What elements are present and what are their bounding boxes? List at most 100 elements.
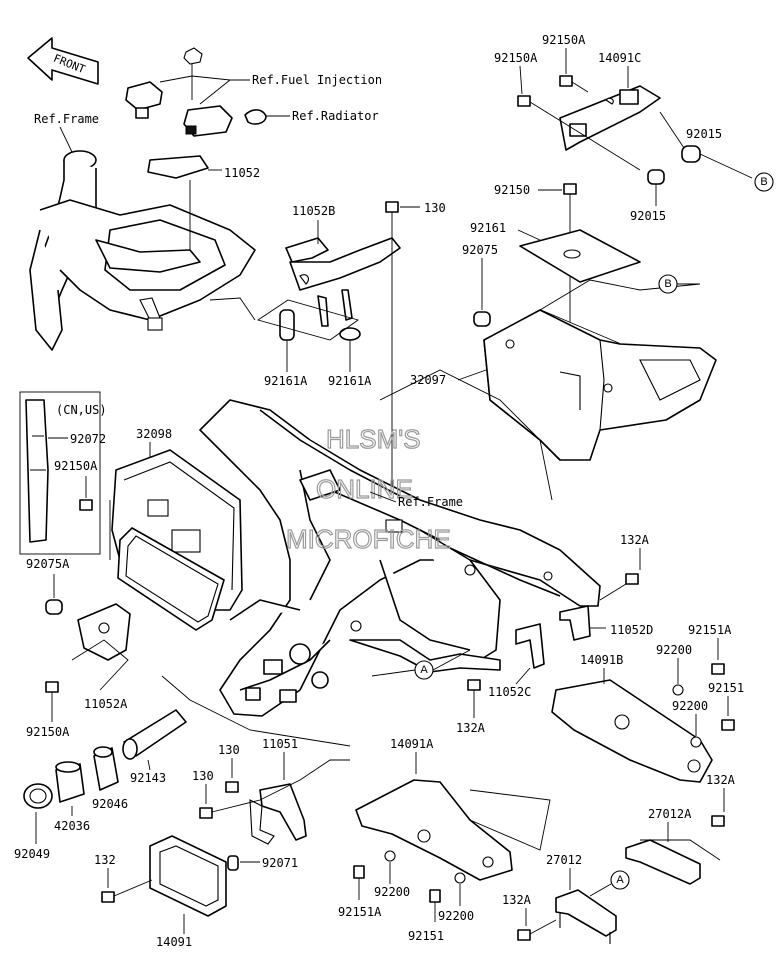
part-14091b: 14091B (580, 653, 623, 667)
part-132: 132 (94, 853, 116, 867)
part-92072: 92072 (70, 432, 106, 446)
part-14091a: 14091A (390, 737, 434, 751)
part-92143: 92143 (130, 771, 166, 785)
ref-radiator-label: Ref.Radiator (292, 109, 379, 123)
bracket-11052b (279, 237, 401, 341)
main-frame (199, 399, 601, 717)
part-27012a: 27012A (648, 807, 692, 821)
part-92200-b1: 92200 (374, 885, 410, 899)
part-132a-r2: 132A (706, 773, 736, 787)
bolt-132a-mid-icon (467, 679, 481, 691)
part-27012: 27012 (546, 853, 582, 867)
part-92161a-left: 92161A (264, 374, 308, 388)
svg-text:B: B (664, 278, 671, 290)
region-note-box (19, 391, 101, 555)
bearing-92046 (93, 746, 119, 791)
part-92150a-top1: 92150A (542, 33, 586, 47)
guard-14091a (355, 779, 513, 881)
region-note: (CN,US) (56, 403, 107, 417)
watermark-line3: MICROFICHE (286, 524, 451, 554)
bolt-92150a-top2-icon (517, 95, 531, 107)
part-92151a-right: 92151A (688, 623, 732, 637)
part-132a-bottom: 132A (502, 893, 532, 907)
part-130-m1: 130 (218, 743, 240, 757)
bracket-11051 (249, 783, 307, 845)
callout-b2: B (658, 274, 678, 294)
part-42036: 42036 (54, 819, 90, 833)
bolt-130-m2-icon (199, 807, 213, 819)
part-32098: 32098 (136, 427, 172, 441)
part-92161: 92161 (470, 221, 506, 235)
part-14091c: 14091C (598, 51, 641, 65)
callout-b1: B (754, 172, 774, 192)
part-92075: 92075 (462, 243, 498, 257)
front-arrow-icon: FRONT (27, 37, 99, 85)
gasket-32098 (117, 527, 225, 631)
part-92200-r2: 92200 (672, 699, 708, 713)
svg-text:A: A (420, 664, 428, 676)
part-92200-r1: 92200 (656, 643, 692, 657)
washer-92200-b2-icon (454, 872, 466, 884)
part-32097: 32097 (410, 373, 446, 387)
part-92150a-bottom: 92150A (26, 725, 70, 739)
part-92151a-bottom: 92151A (338, 905, 382, 919)
bolt-132-icon (101, 891, 115, 903)
part-92049: 92049 (14, 847, 50, 861)
seal-92049 (23, 783, 53, 809)
bolt-130-m1-icon (225, 781, 239, 793)
ref-fuel-injection-label: Ref.Fuel Injection (252, 73, 382, 87)
bracket-11052d (559, 605, 591, 641)
clip-92071-icon (227, 855, 239, 871)
watermark-line2: ONLINE (316, 474, 413, 504)
part-132a-mid: 132A (456, 721, 486, 735)
part-130-m2: 130 (192, 769, 214, 783)
pad-92161 (519, 229, 641, 283)
part-132a-r1: 132A (620, 533, 650, 547)
washer-92200-r2-icon (690, 736, 702, 748)
callout-a1: A (414, 660, 434, 680)
part-11051: 11051 (262, 737, 298, 751)
part-92150a-left: 92150A (54, 459, 98, 473)
bolt-92150a-top1-icon (559, 75, 573, 87)
part-92150a-top2: 92150A (494, 51, 538, 65)
cover-14091 (149, 835, 227, 917)
grommet-92075a-icon (45, 599, 63, 615)
bracket-11052c (515, 623, 545, 669)
callout-a2: A (610, 870, 630, 890)
part-92200-b2: 92200 (438, 909, 474, 923)
part-14091: 14091 (156, 935, 192, 949)
battery-case-32097 (483, 309, 717, 461)
part-11052: 11052 (224, 166, 260, 180)
bolt-92150a-left-icon (79, 499, 93, 511)
part-11052a: 11052A (84, 697, 128, 711)
cover-14091c (559, 85, 661, 151)
bolt-132a-r1-icon (599, 573, 639, 601)
part-92151-bottom: 92151 (408, 929, 444, 943)
part-92015-2: 92015 (630, 209, 666, 223)
part-92161a-right: 92161A (328, 374, 372, 388)
bolt-92151-icon (721, 719, 735, 731)
washer-92200-r1-icon (672, 684, 684, 696)
sleeve-42036 (55, 761, 85, 803)
part-92151: 92151 (708, 681, 744, 695)
sensor-components (125, 47, 267, 179)
ref-frame-center-label: Ref.Frame (398, 495, 463, 509)
part-11052b: 11052B (292, 204, 335, 218)
strap-92072 (25, 399, 49, 543)
part-11052c: 11052C (488, 685, 531, 699)
tube-92143 (122, 709, 187, 760)
part-92150: 92150 (494, 183, 530, 197)
frame-front-drawing (29, 150, 256, 351)
part-130-top: 130 (424, 201, 446, 215)
svg-text:B: B (760, 176, 767, 188)
bracket-27012a (625, 839, 701, 885)
bolt-92151-bottom-icon (429, 889, 441, 922)
grommet-92015-2-icon (647, 169, 665, 185)
watermark-line1: HLSM'S (326, 424, 421, 454)
bolt-132a-r2-icon (711, 815, 725, 827)
bolt-92151a-right-icon (711, 663, 725, 675)
bracket-27012 (555, 889, 617, 944)
bolt-92151a-bottom-icon (353, 865, 365, 900)
grommet-92015-1-icon (681, 145, 701, 163)
